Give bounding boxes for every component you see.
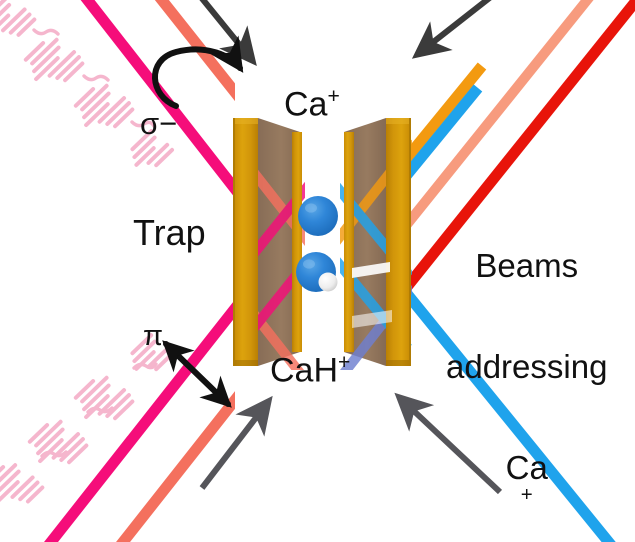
beams-addressing-label: Beams addressing Ca+ bbox=[446, 182, 607, 542]
trap-label: Trap bbox=[133, 212, 206, 253]
beam-salmon-upper-left bbox=[154, 0, 235, 102]
pi-label: π bbox=[143, 320, 164, 352]
arrow-incoming-bottom-right bbox=[394, 392, 503, 495]
direction-arrow-group bbox=[199, 0, 503, 495]
beams-label-species: Ca bbox=[505, 449, 548, 487]
sigma-minus-label: σ− bbox=[140, 106, 178, 141]
beam-cyan-upper-right bbox=[400, 84, 483, 193]
right-electrode-rear-rail bbox=[344, 132, 354, 352]
right-electrode-front-rail bbox=[386, 118, 410, 366]
beams-label-line2: addressing bbox=[446, 348, 608, 386]
arrow-incoming-top-right bbox=[411, 0, 492, 59]
ca-ion-label-text: Ca bbox=[284, 85, 328, 124]
trapped-ion-crystal bbox=[296, 196, 338, 292]
beam-magenta-upper-left bbox=[80, 0, 235, 198]
pi-double-headed-arrow bbox=[162, 340, 232, 408]
left-trap-electrode bbox=[233, 118, 305, 370]
left-electrode-front-rail bbox=[234, 118, 258, 366]
cah-ion-charge: + bbox=[338, 351, 351, 374]
beams-label-charge: + bbox=[520, 482, 533, 506]
beam-red-upper-right bbox=[400, 0, 635, 302]
ca-ion-label: Ca+ bbox=[284, 86, 340, 122]
beams-label-line1: Beams bbox=[475, 247, 579, 285]
right-trap-electrode bbox=[340, 118, 412, 370]
calcium-ion bbox=[298, 196, 338, 236]
arrow-incoming-bottom-left bbox=[199, 395, 273, 490]
cah-ion-label-text: CaH bbox=[270, 351, 339, 390]
cah-ion-label: CaH+ bbox=[270, 352, 350, 388]
ca-ion-charge: + bbox=[327, 85, 340, 108]
wave-packet-lower-left bbox=[0, 333, 175, 504]
wave-packet-upper-left bbox=[0, 0, 175, 168]
beam-salmon-lower-left bbox=[116, 391, 235, 542]
sigma-minus-circular-arrow bbox=[152, 35, 244, 109]
arrow-incoming-top-left bbox=[199, 0, 257, 66]
hydrogen-atom bbox=[318, 272, 338, 292]
left-electrode-rear-rail bbox=[292, 132, 302, 352]
beams-label-line3: Ca+ bbox=[446, 451, 607, 506]
